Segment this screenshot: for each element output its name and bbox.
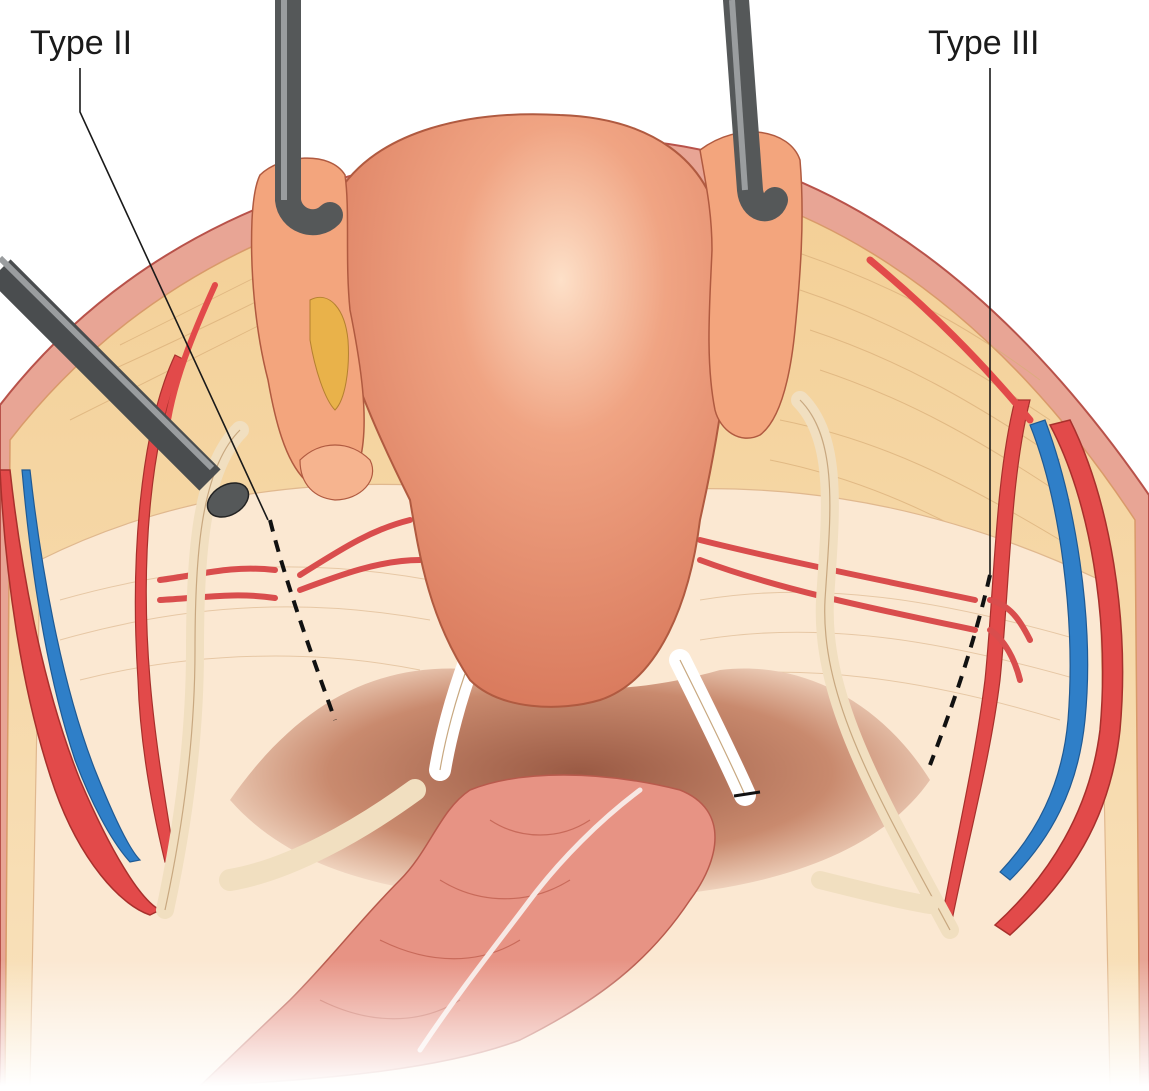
left-fimbria	[299, 444, 374, 501]
type-ii-leader-line	[79, 68, 269, 521]
right-retractor-shine	[729, 0, 748, 191]
grasper-tip	[206, 482, 250, 518]
right-external-vein	[999, 419, 1089, 881]
left-internal-artery	[134, 354, 186, 863]
left-ovarian-artery	[165, 282, 218, 423]
right-ovarian-artery	[866, 256, 1034, 424]
grasper-shaft	[0, 259, 221, 491]
type-iii-cut-line	[928, 574, 992, 766]
left-external-artery	[0, 469, 162, 916]
left-retractor	[275, 0, 343, 236]
right-external-artery	[993, 419, 1124, 936]
type-ii-label: Type II	[30, 24, 133, 62]
grasper-shaft-shine	[0, 255, 215, 471]
left-ovary-yellow	[309, 297, 349, 411]
left-ureter-outline	[164, 429, 241, 911]
right-ureter-outline	[799, 399, 951, 931]
left-uterine-artery	[157, 517, 423, 603]
right-cut-ligament	[811, 871, 939, 914]
type-iii-label: Type III	[928, 24, 1040, 62]
left-cut-ligament	[219, 779, 426, 891]
type-ii-cut-line	[268, 519, 337, 721]
uterus	[328, 113, 730, 708]
right-round-ligament-edge	[679, 659, 746, 796]
right-ligament-band	[733, 790, 761, 798]
bottom-fade	[0, 960, 1149, 1086]
left-external-vein	[21, 469, 142, 863]
right-retractor	[723, 0, 788, 222]
